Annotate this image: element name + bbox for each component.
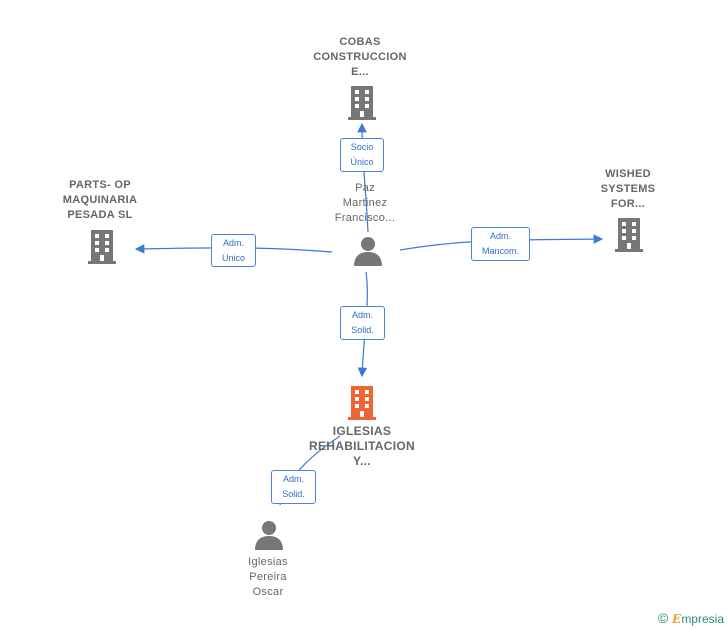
label-line: E... xyxy=(351,66,369,78)
label-line: REHABILITACION xyxy=(309,439,415,453)
company-label-wished[interactable]: WISHED SYSTEMS FOR... xyxy=(568,167,688,212)
company-label-iglesias[interactable]: IGLESIAS REHABILITACION Y... xyxy=(292,424,432,469)
label-line: Martinez xyxy=(342,197,388,209)
building-icon[interactable] xyxy=(613,216,645,252)
building-icon[interactable] xyxy=(346,84,378,120)
edge-label-adm-mancom[interactable]: Adm. Mancom. xyxy=(471,227,530,261)
person-icon[interactable] xyxy=(253,519,285,551)
label-line: IGLESIAS xyxy=(332,424,392,438)
empresia-brand[interactable]: ©Empresia xyxy=(658,610,724,626)
brand-initial: E xyxy=(672,612,682,626)
label-line: Oscar xyxy=(252,586,284,598)
label-line: FOR... xyxy=(610,198,646,210)
edge-label-line: Solid. xyxy=(351,325,374,335)
building-icon-focus[interactable] xyxy=(346,384,378,420)
edge-label-line: Solid. xyxy=(282,489,305,499)
edge-label-socio[interactable]: Socio Único xyxy=(340,138,384,172)
edge-label-adm-solid[interactable]: Adm. Solid. xyxy=(340,306,385,340)
company-label-parts[interactable]: PARTS- OP MAQUINARIA PESADA SL xyxy=(40,178,160,223)
edge-label-line: Unico xyxy=(221,253,245,263)
edge-label-line: Adm. xyxy=(489,231,511,241)
edge-label-adm-solid[interactable]: Adm. Solid. xyxy=(271,470,316,504)
building-icon[interactable] xyxy=(86,228,118,264)
company-label-cobas[interactable]: COBAS CONSTRUCCION E... xyxy=(300,35,420,80)
person-label-paz[interactable]: Paz Martinez Francisco... xyxy=(305,181,425,226)
label-line: Pereira xyxy=(249,571,287,583)
label-line: COBAS xyxy=(339,36,381,48)
edge-socio xyxy=(357,122,369,233)
person-icon[interactable] xyxy=(352,235,384,267)
person-label-iglesias[interactable]: Iglesias Pereira Oscar xyxy=(208,555,328,600)
label-line: PARTS- OP xyxy=(69,179,131,191)
label-line: Y... xyxy=(353,454,371,468)
edge-label-line: Mancom. xyxy=(481,246,519,256)
edge-label-line: Único xyxy=(350,157,374,167)
label-line: CONSTRUCCION xyxy=(313,51,407,63)
label-line: Paz xyxy=(355,182,375,194)
edge-label-line: Adm. xyxy=(351,310,373,320)
edge-label-line: Adm. xyxy=(282,474,304,484)
label-line: Iglesias xyxy=(248,556,288,568)
edge-label-line: Adm. xyxy=(222,238,244,248)
edge-label-line: Socio xyxy=(350,142,374,152)
brand-name: mpresia xyxy=(681,612,724,626)
copyright-icon: © xyxy=(657,610,669,626)
label-line: SYSTEMS xyxy=(600,183,656,195)
label-line: MAQUINARIA xyxy=(62,194,138,206)
label-line: WISHED xyxy=(605,168,651,180)
edge-label-adm-unico[interactable]: Adm. Unico xyxy=(211,234,256,267)
label-line: Francisco... xyxy=(334,212,396,224)
label-line: PESADA SL xyxy=(67,209,133,221)
